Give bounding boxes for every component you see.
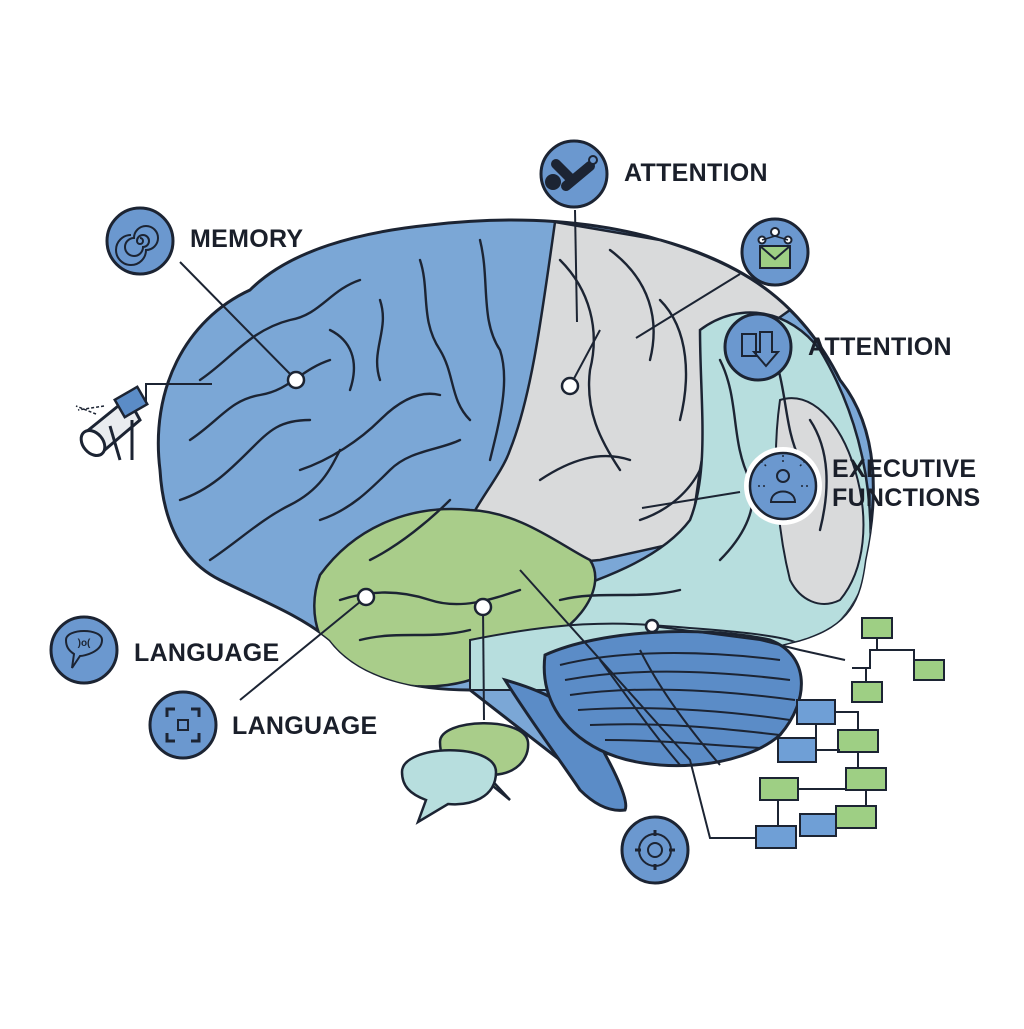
pointer-dots: [286, 370, 660, 634]
svg-text:)o(: )o(: [78, 638, 91, 649]
language-pointer-dot: [356, 587, 376, 607]
language-pointer-dot-2: [473, 597, 493, 617]
language-speech-icon: )o(: [49, 615, 119, 685]
executive-functions-label-line1: EXECUTIVE: [832, 455, 977, 483]
speech-bubbles-icon: [400, 722, 530, 825]
memory-pointer-dot: [286, 370, 306, 390]
cerebellum-pointer-dot: [644, 618, 660, 634]
flowchart-icon: [755, 617, 945, 849]
attention-label-top: ATTENTION: [624, 159, 768, 187]
executive-functions-label-line2: FUNCTIONS: [832, 484, 981, 512]
language-label-upper: LANGUAGE: [134, 639, 280, 667]
memory-label: MEMORY: [190, 225, 304, 253]
attention-pointer-dot: [560, 376, 580, 396]
attention-label-right: ATTENTION: [808, 333, 952, 361]
cerebellum: [542, 630, 803, 768]
executive-person-icon: [744, 447, 822, 525]
memory-spiral-icon: [105, 206, 175, 276]
target-gear-icon: [620, 815, 690, 885]
spotlight-icon: [75, 385, 149, 461]
attention-dumbbell-icon: [539, 139, 609, 209]
network-envelope-icon: [740, 217, 810, 287]
language-label-lower: LANGUAGE: [232, 712, 378, 740]
leader-lines: [145, 209, 846, 839]
language-focus-frame-icon: [148, 690, 218, 760]
attention-arrows-icon: [723, 312, 793, 382]
